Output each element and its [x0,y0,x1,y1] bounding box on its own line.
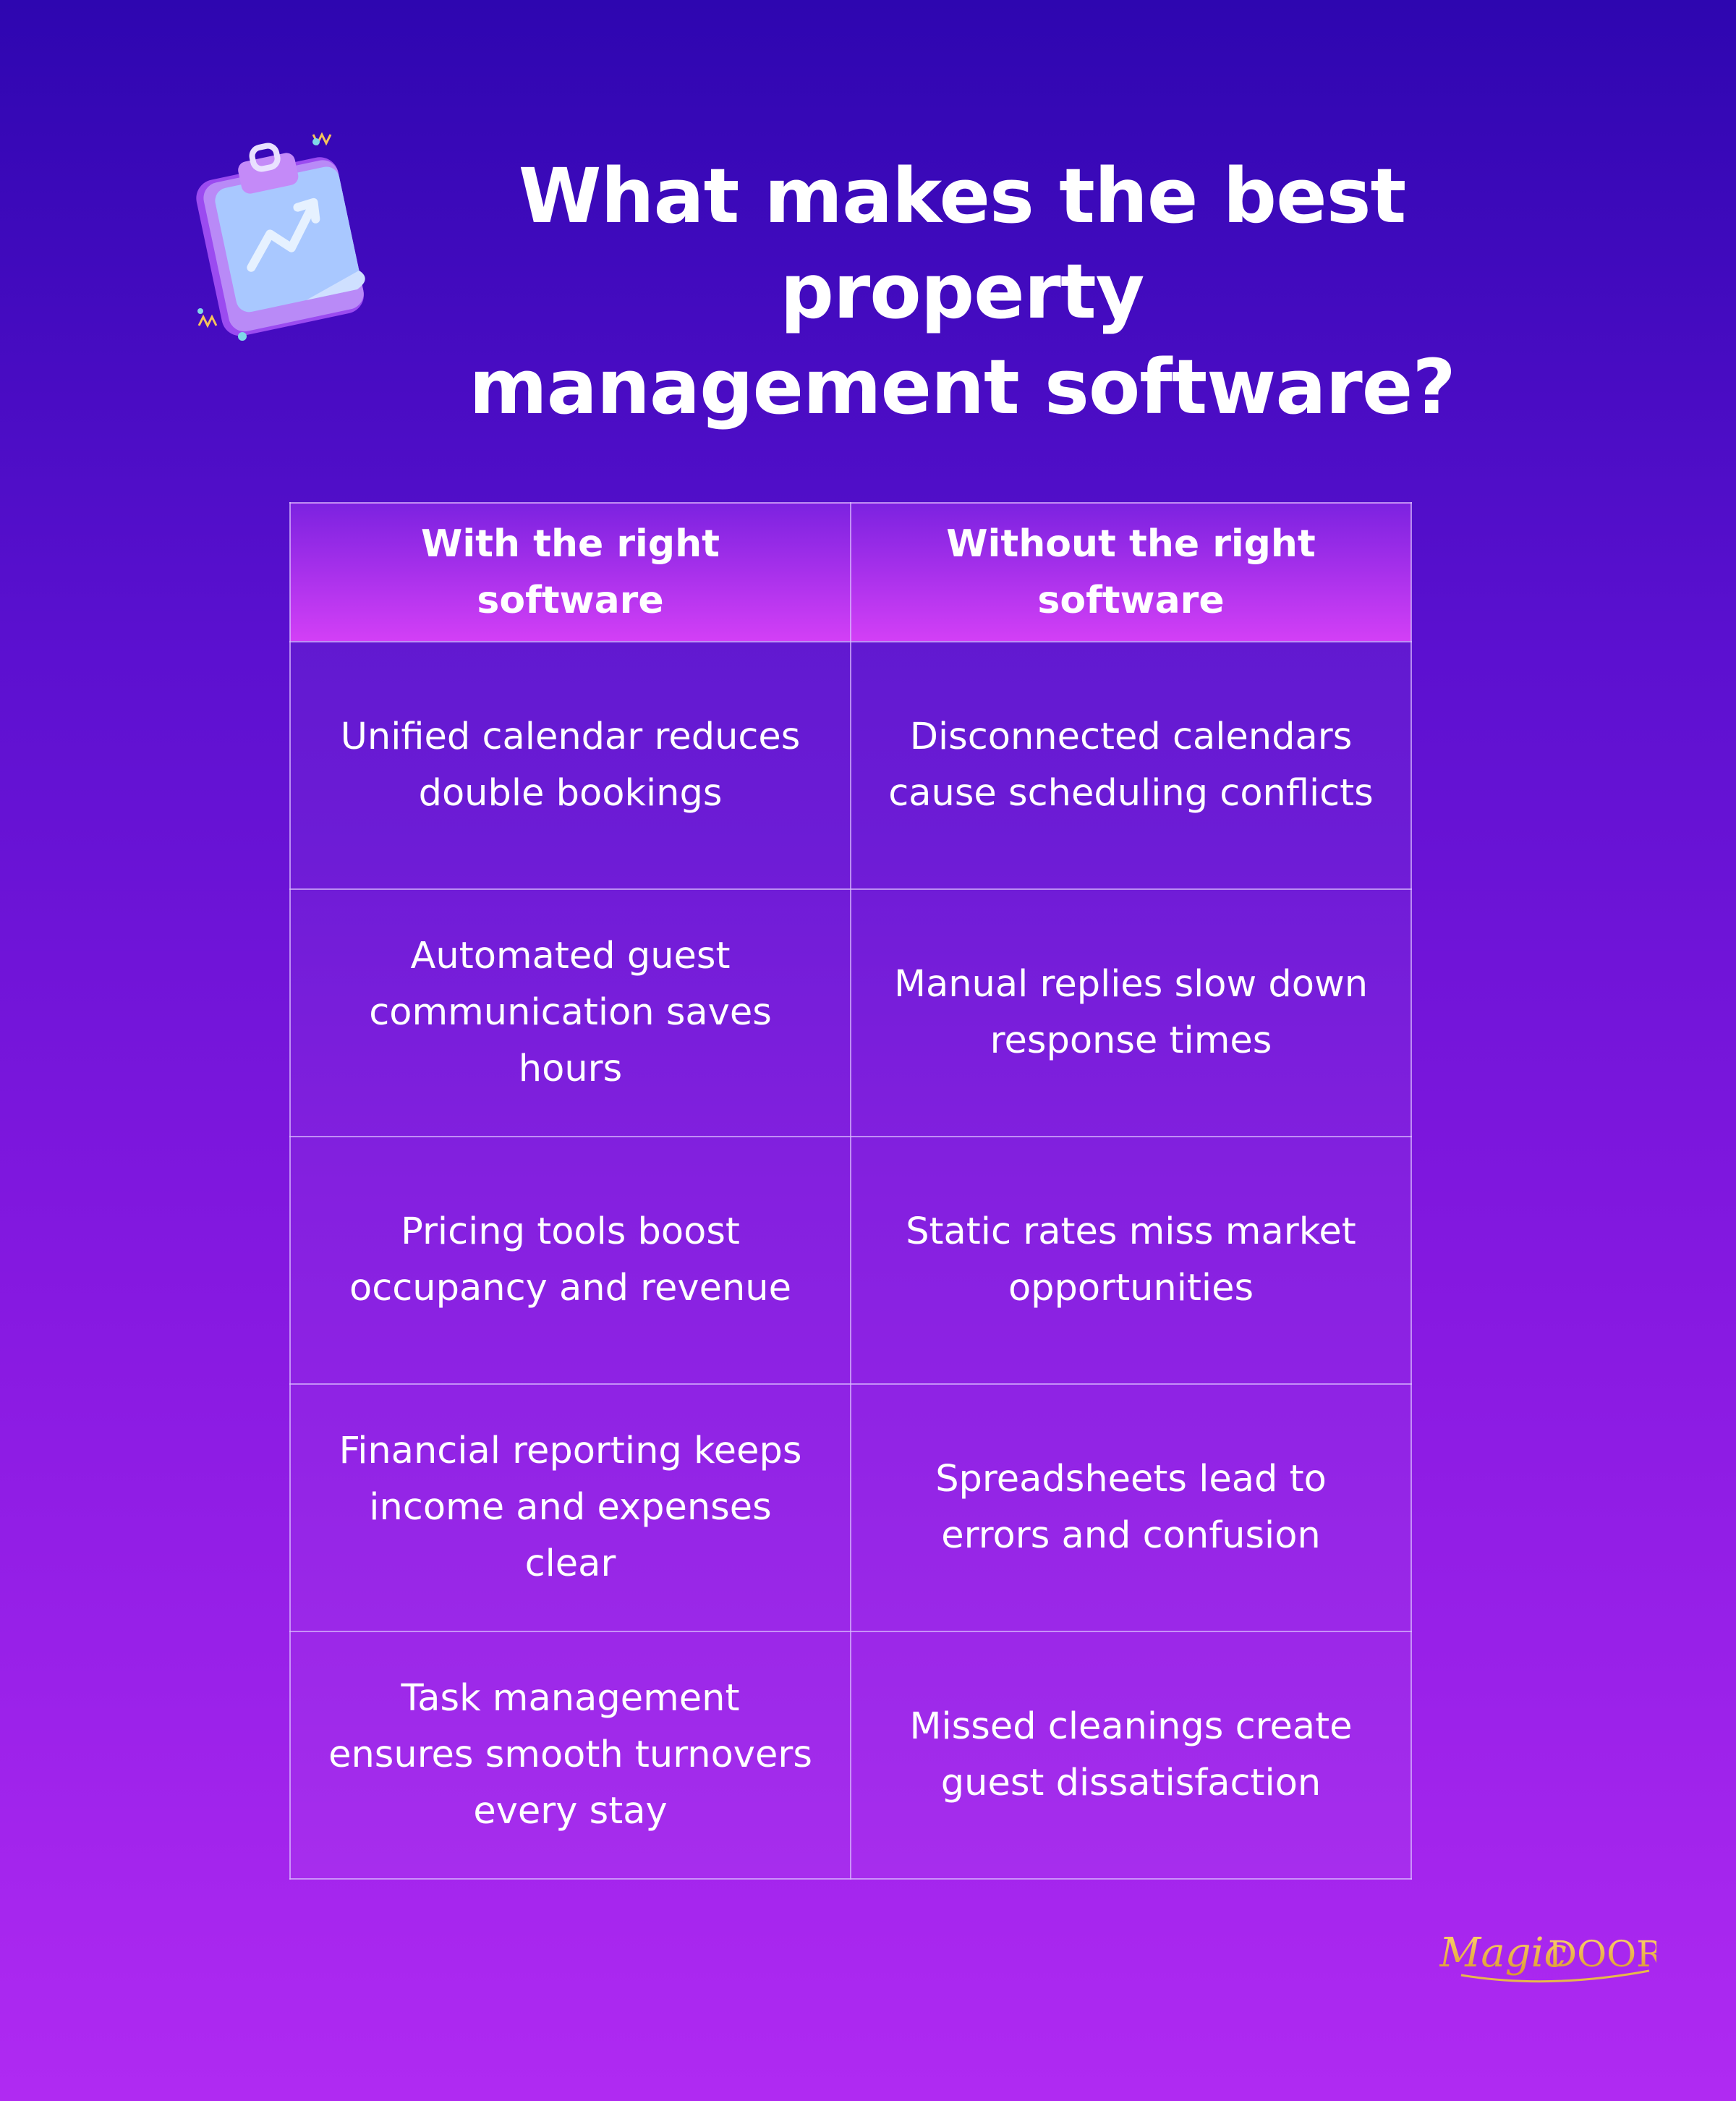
svg-text:Magic: Magic [1439,1930,1567,1977]
cell-without: Disconnected calendars cause scheduling … [850,641,1412,890]
table-row: Financial reporting keeps income and exp… [289,1383,1412,1632]
comparison-table: With the right software Without the righ… [289,502,1412,1880]
table-row: Task management ensures smooth turnovers… [289,1631,1412,1880]
header-without-software: Without the right software [850,502,1412,642]
cell-with: Unified calendar reduces double bookings [289,641,851,890]
table-header-row: With the right software Without the righ… [289,502,1412,642]
page-title: What makes the best property management … [376,148,1548,435]
cell-with: Task management ensures smooth turnovers… [289,1631,851,1880]
page-title-line-2: management software? [469,343,1455,431]
cell-with: Financial reporting keeps income and exp… [289,1383,851,1632]
page-title-line-1: What makes the best property [518,152,1407,336]
cell-without: Missed cleanings create guest dissatisfa… [850,1631,1412,1880]
table-row: Automated guest communication saves hour… [289,888,1412,1137]
header-with-software: With the right software [289,502,851,642]
cell-without: Spreadsheets lead to errors and confusio… [850,1383,1412,1632]
table-row: Pricing tools boost occupancy and revenu… [289,1136,1412,1385]
table-row: Unified calendar reduces double bookings… [289,641,1412,890]
cell-with: Automated guest communication saves hour… [289,888,851,1137]
svg-text:DOOR: DOOR [1548,1933,1656,1975]
cell-without: Manual replies slow down response times [850,888,1412,1137]
cell-without: Static rates miss market opportunities [850,1136,1412,1385]
magicdoor-logo: Magic DOOR [1439,1930,1656,1983]
clipboard-chart-icon [196,132,365,341]
cell-with: Pricing tools boost occupancy and revenu… [289,1136,851,1385]
